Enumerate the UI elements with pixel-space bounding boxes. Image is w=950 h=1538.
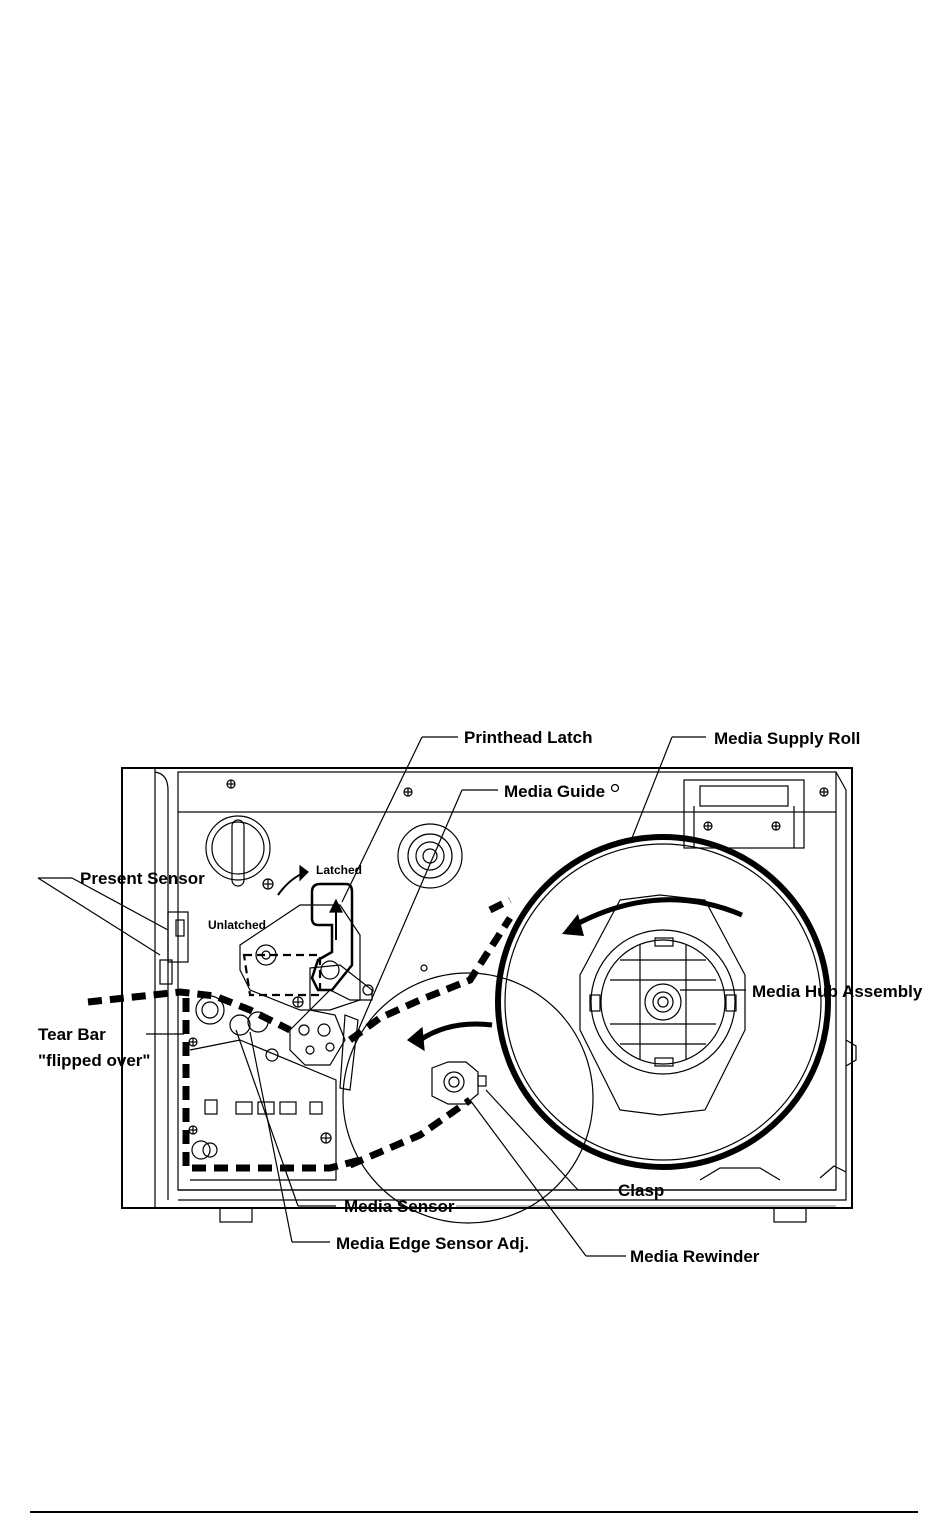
label-clasp: Clasp: [618, 1181, 664, 1200]
label-tear-bar-line1: Tear Bar: [38, 1025, 106, 1044]
label-media-sensor: Media Sensor: [344, 1197, 455, 1216]
label-media-hub-assembly: Media Hub Assembly: [752, 982, 923, 1001]
label-unlatched: Unlatched: [208, 918, 266, 932]
present-sensor-part: [160, 912, 188, 984]
label-present-sensor: Present Sensor: [80, 869, 205, 888]
label-media-guide: Media Guide: [504, 782, 605, 801]
label-latched: Latched: [316, 863, 362, 877]
label-printhead-latch: Printhead Latch: [464, 728, 592, 747]
printer-chassis: [122, 768, 856, 1222]
label-media-edge-sensor-adj: Media Edge Sensor Adj.: [336, 1234, 529, 1253]
label-tear-bar-line2: "flipped over": [38, 1051, 150, 1070]
label-media-rewinder: Media Rewinder: [630, 1247, 760, 1266]
bottom-tray: [700, 1166, 846, 1180]
label-media-supply-roll: Media Supply Roll: [714, 729, 860, 748]
